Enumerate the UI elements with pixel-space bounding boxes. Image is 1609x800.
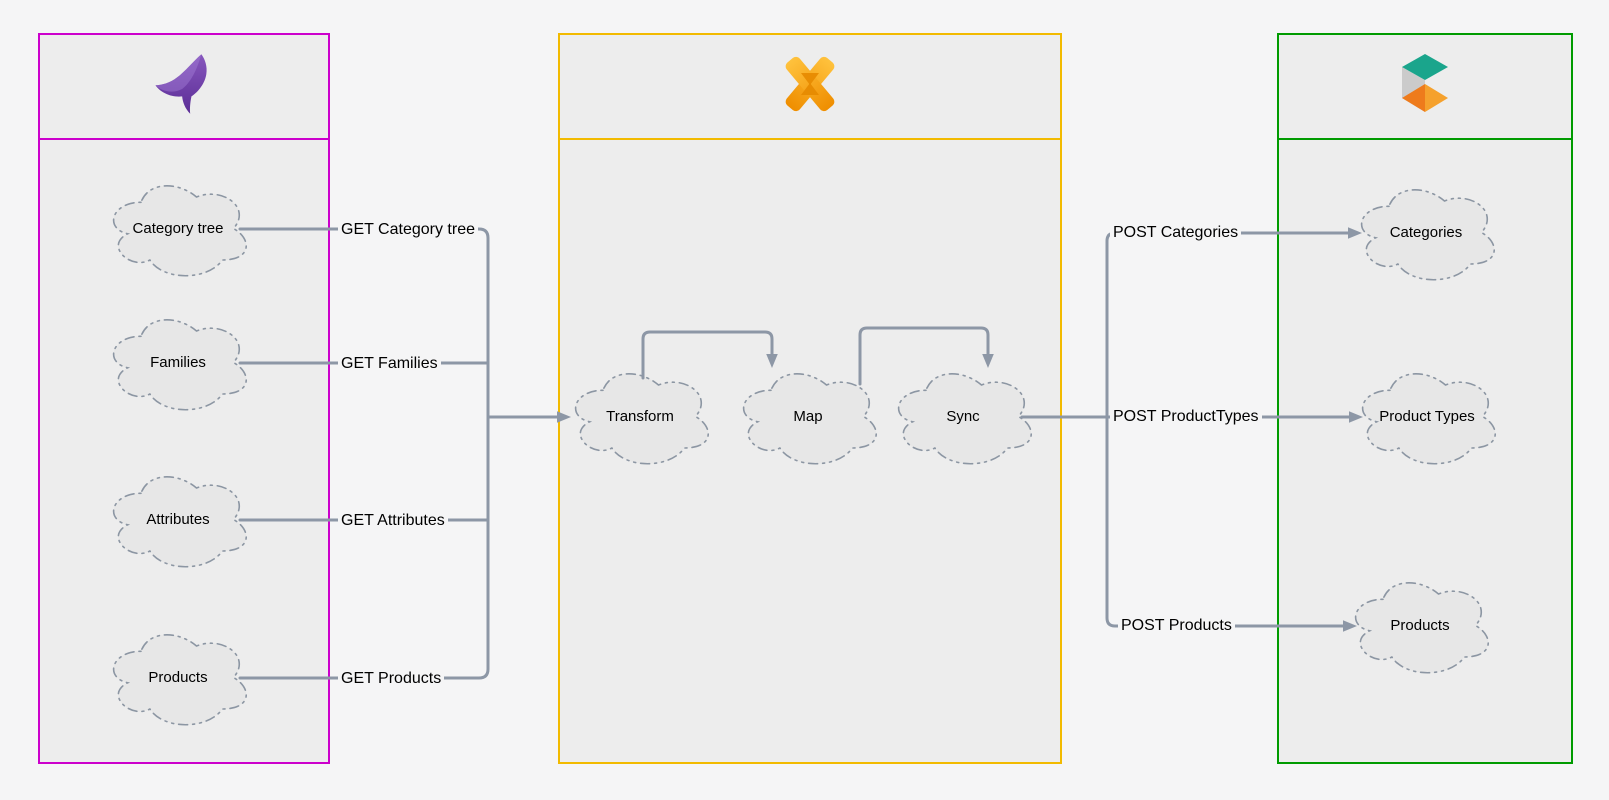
teal-orange-cube-logo-icon (1395, 51, 1455, 122)
node-label-families: Families (150, 354, 206, 371)
node-label-products-src: Products (148, 669, 208, 686)
edge-label-post-categories: POST Categories (1110, 222, 1242, 243)
source-pim-lane (38, 33, 330, 764)
edge-label-post-products: POST Products (1118, 615, 1235, 636)
node-label-products-dst: Products (1390, 617, 1450, 634)
edge-label-get-category-tree: GET Category tree (338, 219, 478, 240)
node-label-sync: Sync (946, 408, 980, 425)
purple-swoosh-logo-icon (153, 53, 215, 120)
node-label-transform: Transform (606, 408, 674, 425)
node-label-product-types: Product Types (1379, 408, 1475, 425)
node-label-categories: Categories (1389, 224, 1463, 241)
node-label-attributes: Attributes (146, 511, 210, 528)
integration-lane-header (560, 35, 1060, 140)
node-label-map: Map (793, 408, 823, 425)
edge-label-get-products: GET Products (338, 668, 445, 689)
edge-label-get-attributes: GET Attributes (338, 510, 448, 531)
commerce-lane-header (1279, 35, 1571, 140)
orange-x-logo-icon (780, 50, 840, 123)
commerce-lane (1277, 33, 1573, 764)
edge-label-get-families: GET Families (338, 353, 441, 374)
source-pim-lane-header (40, 35, 328, 140)
node-label-category-tree: Category tree (132, 220, 224, 237)
integration-lane (558, 33, 1062, 764)
edge-label-post-product-types: POST ProductTypes (1110, 406, 1262, 427)
